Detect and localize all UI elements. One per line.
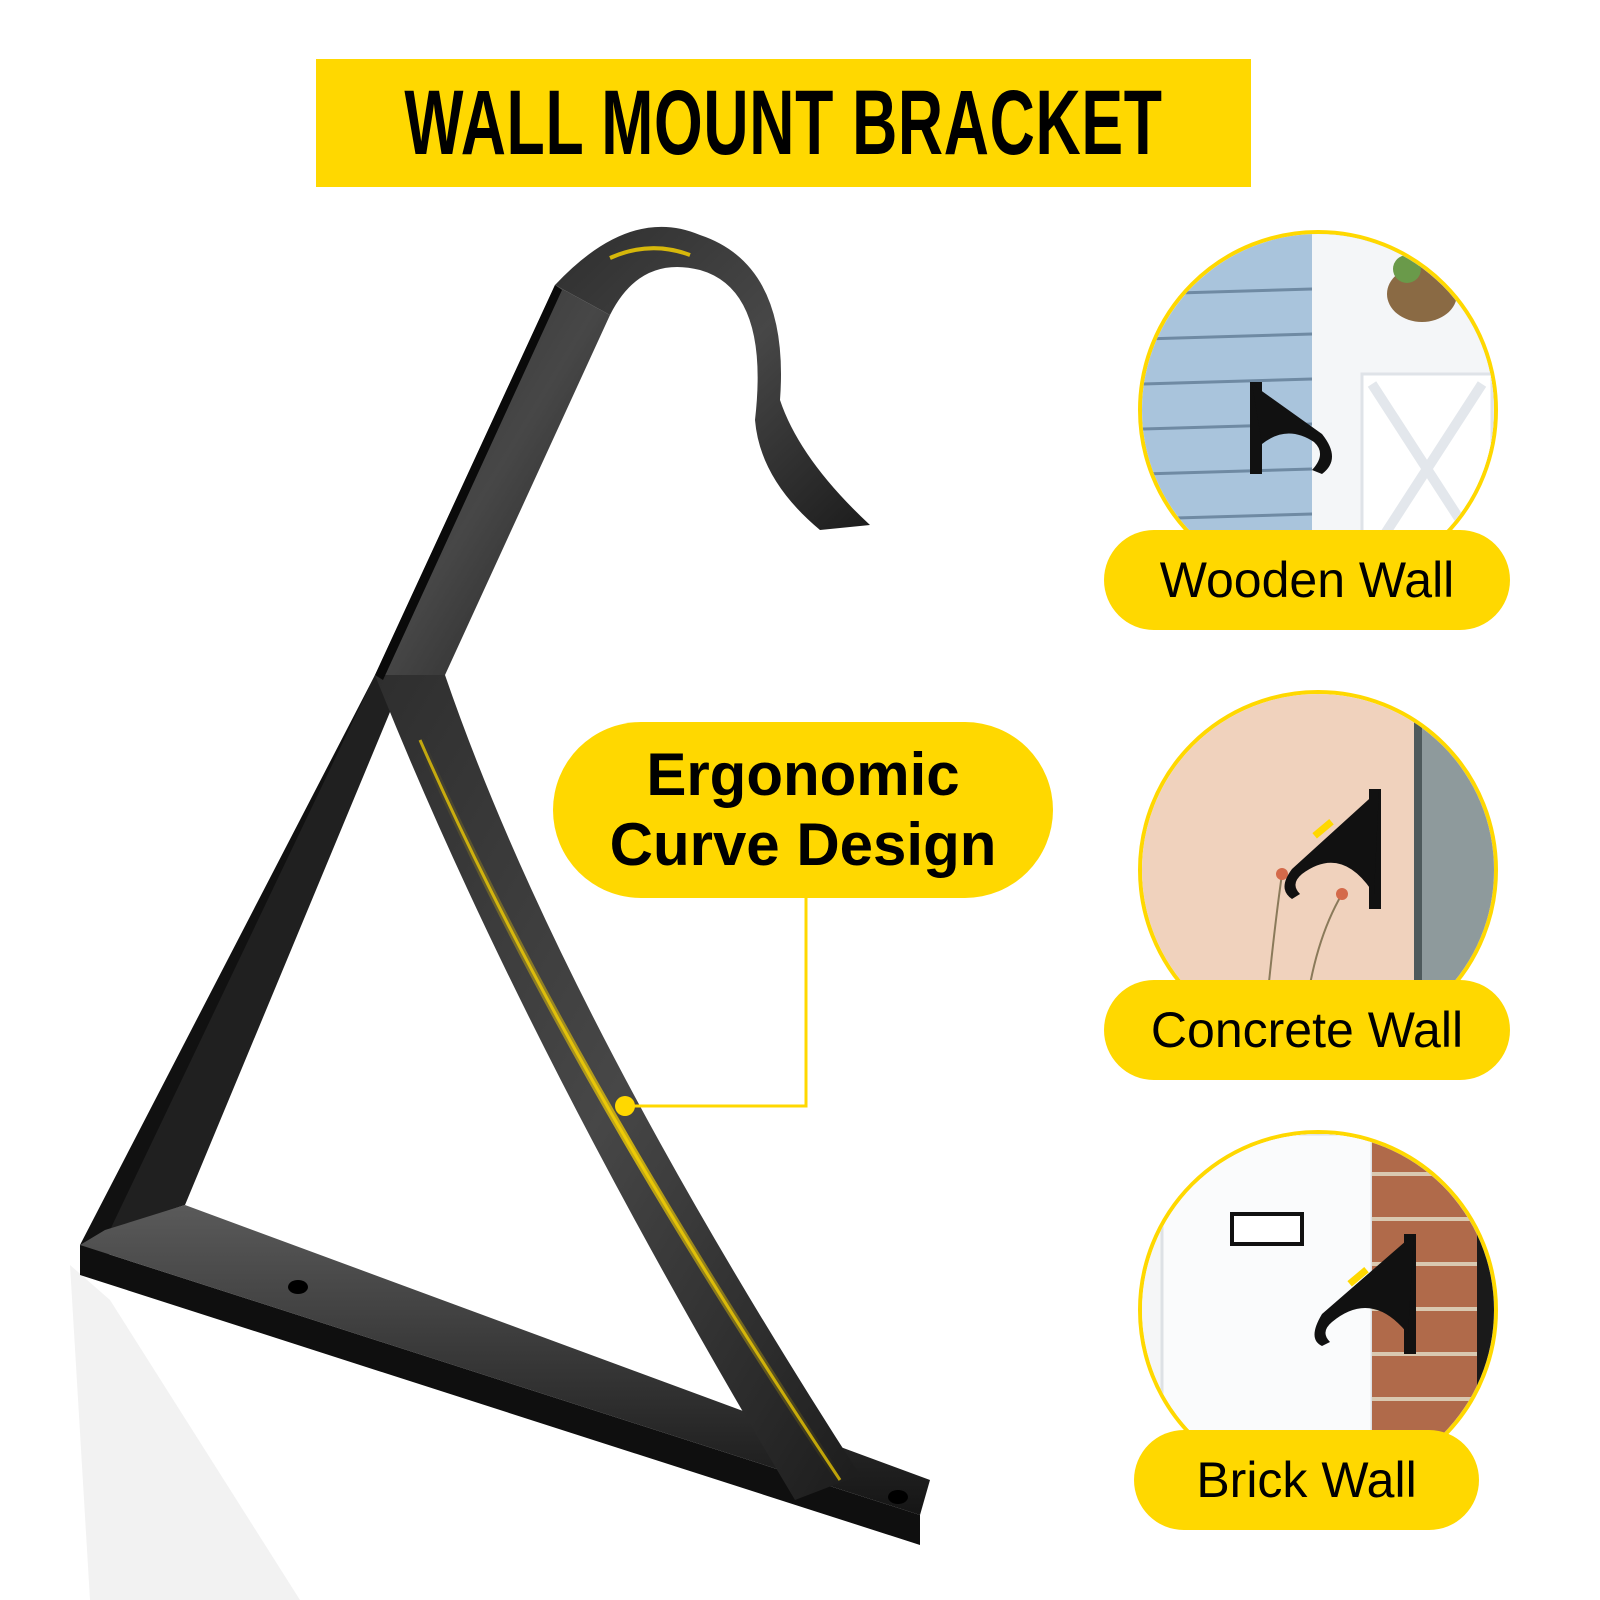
callout-line-1: Ergonomic [646, 741, 960, 808]
callout-leader-line [625, 898, 808, 1108]
bracket-base-plate [80, 1245, 920, 1545]
title-banner: WALL MOUNT BRACKET [316, 59, 1251, 187]
screw-hole-icon [288, 1280, 308, 1294]
callout-dot-icon [615, 1096, 635, 1116]
wall-type-label: Wooden Wall [1159, 552, 1455, 608]
bracket-curved-arm [375, 675, 860, 1500]
bracket-upper-arm [375, 285, 610, 675]
application-brick-wall: Brick Wall [1104, 1100, 1524, 1530]
bracket-hook [555, 226, 870, 530]
application-wooden-wall: Wooden Wall [1104, 200, 1524, 630]
wall-type-label: Brick Wall [1196, 1452, 1417, 1508]
wall-type-pill: Concrete Wall [1104, 980, 1510, 1080]
screw-hole-icon [888, 1490, 908, 1504]
feature-callout: Ergonomic Curve Design [553, 722, 1053, 898]
wall-type-label: Concrete Wall [1150, 1002, 1464, 1058]
application-concrete-wall: Concrete Wall [1104, 660, 1524, 1090]
page-title: WALL MOUNT BRACKET [404, 72, 1163, 174]
wall-type-pill: Brick Wall [1134, 1430, 1479, 1530]
reflection [70, 1265, 300, 1600]
wall-type-pill: Wooden Wall [1104, 530, 1510, 630]
callout-line-2: Curve Design [609, 811, 997, 878]
